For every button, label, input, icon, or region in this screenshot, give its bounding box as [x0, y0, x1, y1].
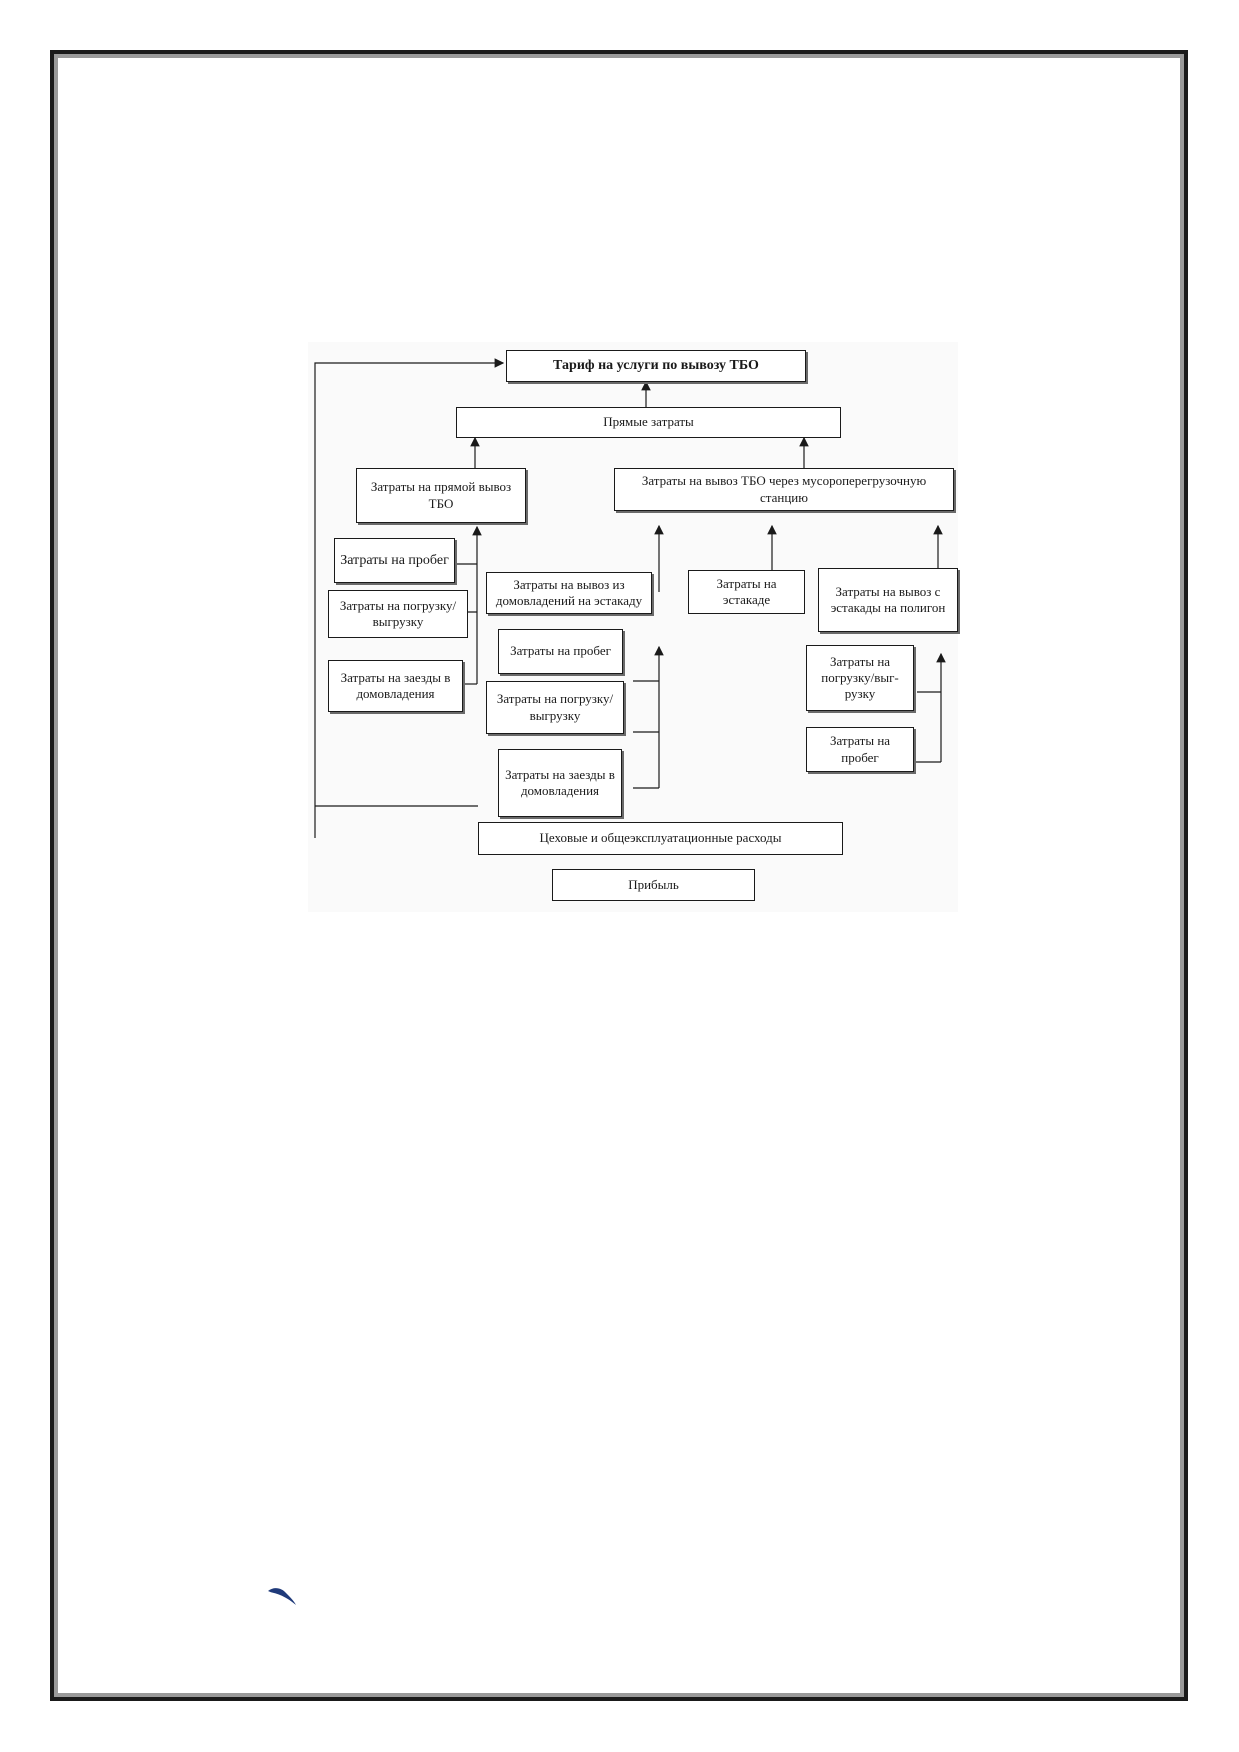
- tariff-box: Тариф на услуги по вывозу ТБО: [506, 350, 806, 382]
- blue-mark-icon: [266, 1585, 298, 1612]
- connector-lines: [314, 358, 946, 838]
- estacade-box: Затраты на эстакаде: [688, 570, 805, 614]
- direct-removal-box: Затраты на прямой вывоз ТБО: [356, 468, 526, 523]
- mid-mileage-box: Затраты на пробег: [498, 629, 623, 674]
- right-loading-box: Затраты на погрузку/выг-рузку: [806, 645, 914, 711]
- mid-loading-box: Затраты на погрузку/выгрузку: [486, 681, 624, 734]
- direct-costs-box: Прямые затраты: [456, 407, 841, 438]
- left-mileage-box: Затраты на пробег: [334, 538, 455, 583]
- profit-box: Прибыль: [552, 869, 755, 901]
- left-entries-box: Затраты на заезды в домовладения: [328, 660, 463, 712]
- landfill-header-box: Затраты на вывоз с эстакады на полигон: [818, 568, 958, 632]
- right-mileage-box: Затраты на пробег: [806, 727, 914, 772]
- mid-entries-box: Затраты на заезды в домовладения: [498, 749, 622, 817]
- left-loading-box: Затраты на погрузку/выгрузку: [328, 590, 468, 638]
- transfer-station-box: Затраты на вывоз ТБО через мусороперегру…: [614, 468, 954, 511]
- tariff-structure-diagram: Тариф на услуги по вывозу ТБО Прямые зат…: [308, 342, 958, 912]
- overhead-box: Цеховые и общеэксплуатационные расходы: [478, 822, 843, 855]
- mid-header-box: Затраты на вывоз из домовладений на эста…: [486, 572, 652, 614]
- page-border: [50, 50, 1188, 1701]
